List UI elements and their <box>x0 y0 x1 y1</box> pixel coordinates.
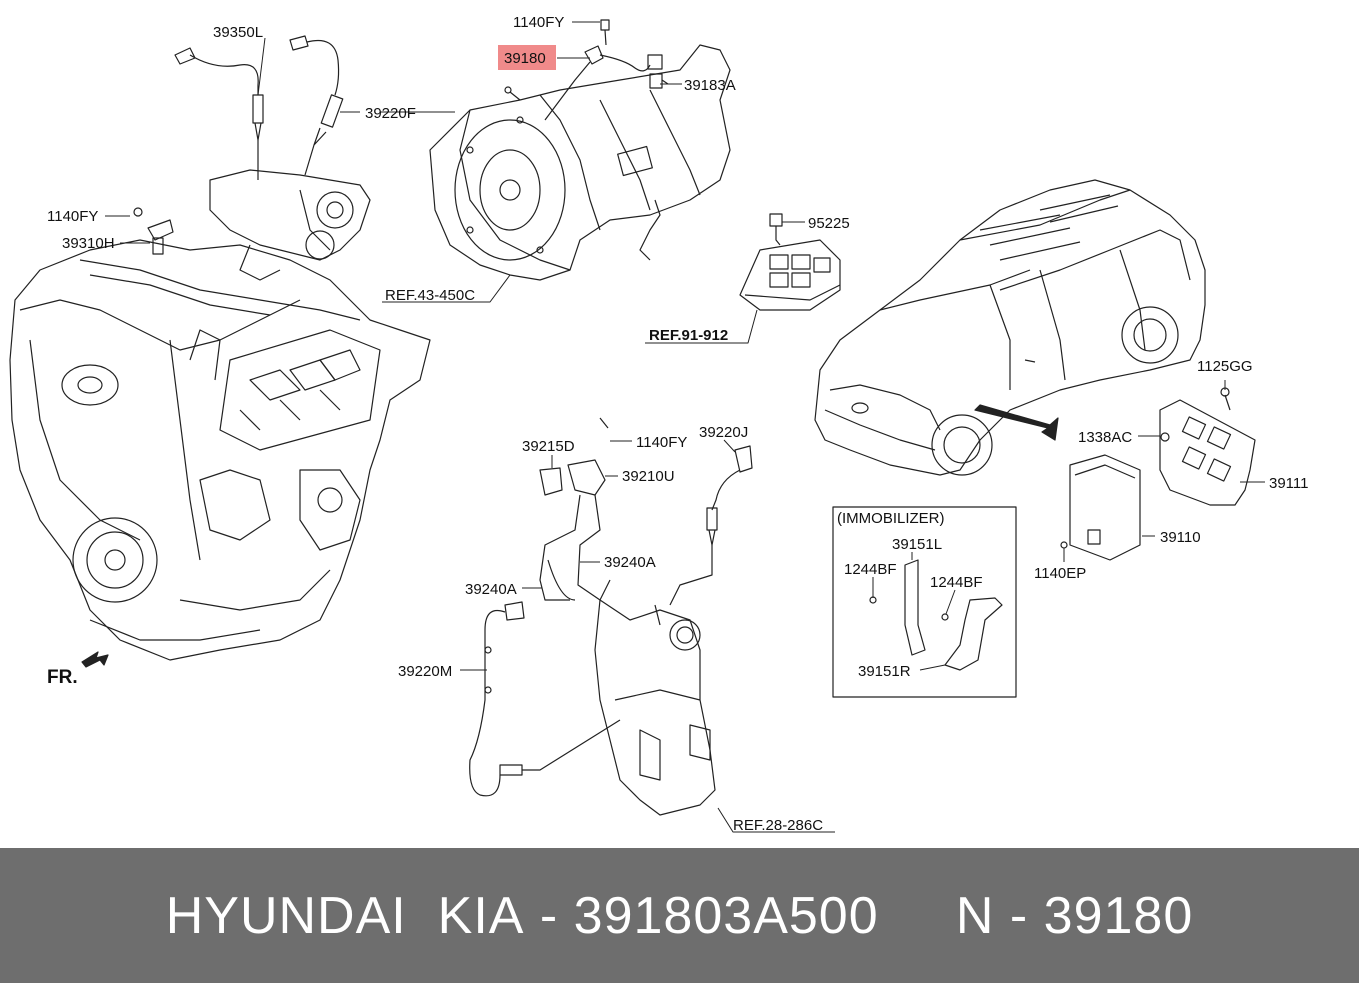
junction-box-illustration <box>739 213 841 311</box>
clip-39183A <box>649 73 669 89</box>
label-39220F: 39220F <box>365 105 416 122</box>
label-ref-43-450C: REF.43-450C <box>385 287 475 304</box>
leader-lines <box>105 21 1265 833</box>
footer-separator-2: - <box>994 886 1044 945</box>
label-ref-91-912: REF.91-912 <box>649 327 728 344</box>
oxygen-sensor-39220M <box>469 601 621 797</box>
footer-separator: - <box>524 886 574 945</box>
highlight-39180 <box>498 45 556 70</box>
label-39110: 39110 <box>1160 529 1201 546</box>
label-39111: 39111 <box>1269 475 1309 492</box>
footer-n-value: 39180 <box>1043 886 1194 945</box>
label-1244BF-right: 1244BF <box>930 574 983 591</box>
oxygen-sensor-39350L <box>174 47 264 180</box>
label-39220M: 39220M <box>398 663 452 680</box>
oxygen-sensor-39220J <box>669 445 753 606</box>
label-39220J: 39220J <box>699 424 748 441</box>
part-number-footer: HYUNDAI KIA - 391803A500 N - 39180 <box>0 848 1359 983</box>
label-95225: 95225 <box>808 215 850 232</box>
label-1338AC: 1338AC <box>1078 429 1132 446</box>
footer-brand: HYUNDAI KIA <box>165 886 525 945</box>
label-front: FR. <box>47 667 78 688</box>
label-39215D: 39215D <box>522 438 575 455</box>
car-illustration <box>814 179 1206 476</box>
cam-sensor-39310H <box>133 207 174 255</box>
label-1244BF-left: 1244BF <box>844 561 897 578</box>
bracket-39151R <box>941 597 1003 671</box>
label-39180: 39180 <box>504 50 546 67</box>
ecu-illustration <box>1060 387 1256 561</box>
label-immobilizer: (IMMOBILIZER) <box>837 510 945 527</box>
label-39151L: 39151L <box>892 536 942 553</box>
label-1140FY-top: 1140FY <box>513 14 564 31</box>
footer-gap <box>879 886 956 946</box>
catalytic-converter-illustration <box>594 579 716 816</box>
label-1125GG: 1125GG <box>1197 358 1253 375</box>
footer-n-label: N <box>955 886 995 945</box>
oxygen-sensor-39220F <box>289 35 344 176</box>
footer-part-number: 391803A500 <box>573 886 879 945</box>
label-39310H: 39310H <box>62 235 115 252</box>
label-ref-28-286C: REF.28-286C <box>733 817 823 834</box>
transmission-illustration <box>429 44 731 281</box>
label-39183A: 39183A <box>684 77 736 94</box>
part-labels: 39350L 39220F 1140FY 39180 39183A 1140FY… <box>47 14 1309 834</box>
label-1140FY-left: 1140FY <box>47 208 98 225</box>
egr-sensor-39210U <box>539 417 609 601</box>
engine-illustration <box>9 169 431 661</box>
front-arrow-icon <box>81 651 109 668</box>
label-39350L: 39350L <box>213 24 263 41</box>
label-1140EP: 1140EP <box>1034 565 1086 582</box>
label-39151R: 39151R <box>858 663 911 680</box>
label-39240A-right: 39240A <box>604 554 656 571</box>
speed-sensor-39180 <box>504 19 663 121</box>
label-39240A-left: 39240A <box>465 581 517 598</box>
parts-diagram: 39350L 39220F 1140FY 39180 39183A 1140FY… <box>9 14 1309 834</box>
immobilizer-box <box>832 506 1017 698</box>
label-39210U: 39210U <box>622 468 675 485</box>
label-1140FY-mid: 1140FY <box>636 434 687 451</box>
